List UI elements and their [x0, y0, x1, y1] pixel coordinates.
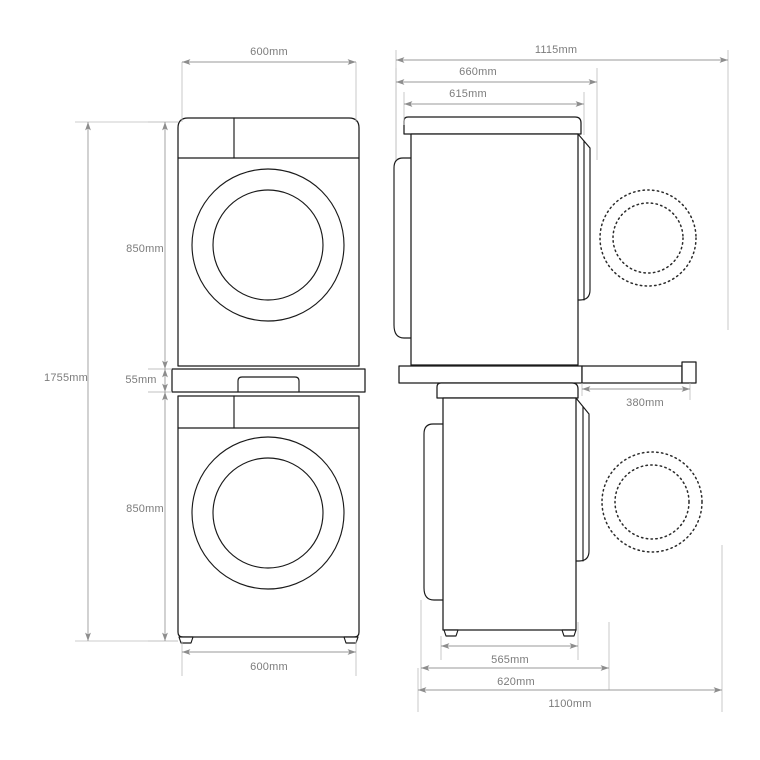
dimension-overall-depth: 1115mm [395, 44, 729, 330]
upper-door-swing-outer [599, 189, 697, 287]
side-stacking-shelf [398, 361, 697, 384]
side-foot-left [443, 629, 459, 637]
side-lower-door-edge [575, 397, 590, 562]
label-total-clearance: 1100mm [548, 698, 591, 710]
label-overall-depth: 1115mm [535, 44, 577, 56]
lower-door-outer-ring [191, 436, 345, 590]
side-upper-rear-panel [393, 157, 412, 339]
dimension-front-top-width: 600mm [181, 46, 357, 122]
side-elevation-group [393, 116, 703, 637]
dimension-lower-height: 850mm [126, 391, 178, 642]
dimension-depth-660: 660mm [395, 66, 598, 160]
label-upper-height: 850mm [126, 243, 164, 255]
stacking-shelf-extension [581, 365, 683, 384]
dimension-depth-615: 615mm [403, 88, 585, 135]
side-upper-unit [393, 116, 697, 366]
stacking-shelf-endcap [681, 361, 697, 384]
label-lower-height: 850mm [126, 503, 164, 515]
upper-door-outer-ring [191, 168, 345, 322]
dimension-shelf-extension: 380mm [581, 383, 691, 409]
side-upper-lid [403, 116, 582, 135]
upper-door-swing-inner [612, 202, 684, 274]
side-lower-body [442, 397, 577, 631]
dimension-foot-depth: 565mm [440, 622, 579, 666]
label-depth-615: 615mm [449, 88, 487, 100]
side-upper-door-edge [577, 133, 591, 301]
lower-door-inner-ring [212, 457, 324, 569]
dimension-total-height: 1755mm [44, 121, 178, 642]
label-total-height: 1755mm [44, 372, 88, 384]
front-upper-unit [177, 117, 360, 367]
side-upper-body [410, 133, 579, 366]
stacking-kit-body [171, 368, 366, 393]
dimension-total-clearance: 1100mm [417, 545, 723, 712]
front-lower-unit [177, 395, 360, 644]
label-body-depth: 620mm [497, 676, 535, 688]
side-lower-unit [423, 382, 703, 637]
stacking-kit-handle [237, 376, 300, 393]
dimension-body-depth: 620mm [420, 600, 610, 690]
front-stacking-kit [171, 368, 366, 393]
label-shelf-extension: 380mm [626, 397, 664, 409]
label-front-top-width: 600mm [250, 46, 288, 58]
upper-unit-body [177, 117, 360, 367]
side-lower-lid [436, 382, 579, 399]
lower-unit-body [177, 395, 360, 638]
dimension-upper-height: 850mm [126, 121, 178, 370]
front-elevation-group [171, 117, 366, 644]
label-front-bottom-width: 600mm [250, 661, 288, 673]
front-foot-left [178, 636, 194, 644]
dimension-front-bottom-width: 600mm [181, 641, 357, 676]
label-depth-660: 660mm [459, 66, 497, 78]
lower-door-swing-inner [614, 464, 690, 540]
upper-door-inner-ring [212, 189, 324, 301]
lower-door-swing-outer [601, 451, 703, 553]
stacking-shelf-left [398, 365, 583, 384]
side-foot-right [561, 629, 577, 637]
label-stacking-kit-height: 55mm [125, 374, 156, 386]
dimension-stacking-kit-height: 55mm [125, 368, 172, 393]
label-foot-depth: 565mm [491, 654, 529, 666]
side-lower-rear-panel [423, 423, 444, 601]
